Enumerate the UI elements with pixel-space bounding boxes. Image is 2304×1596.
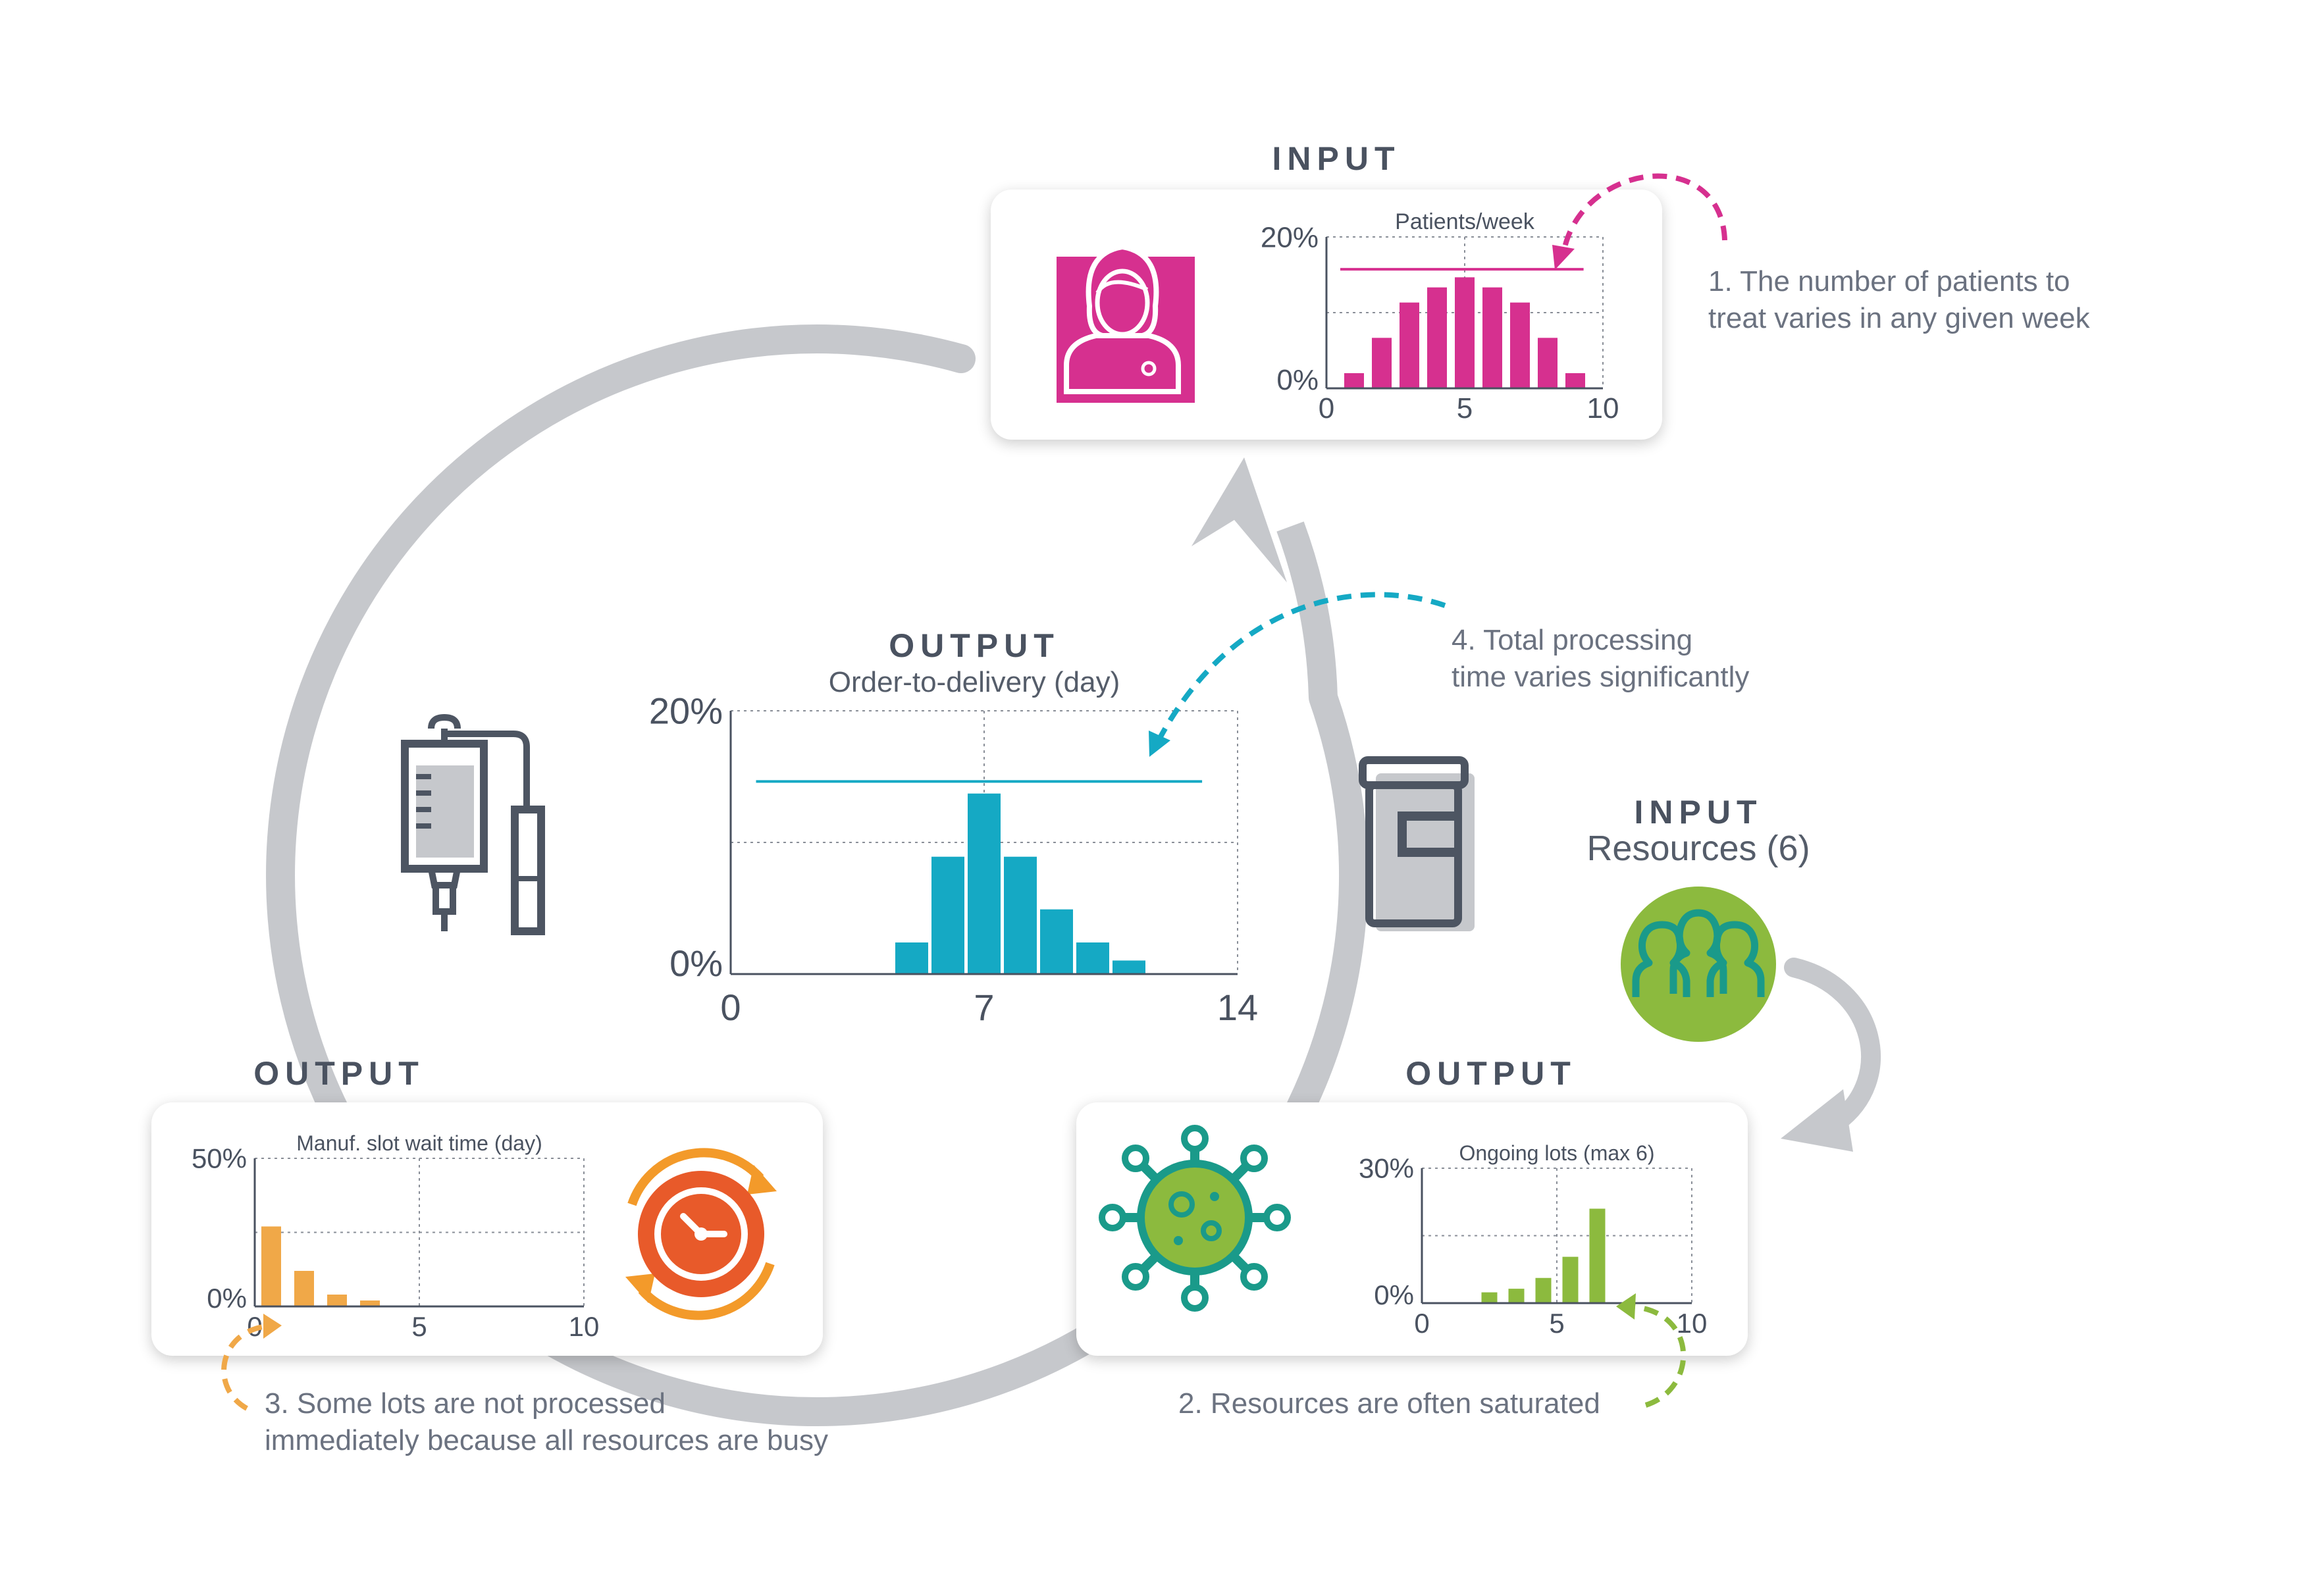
- x-tick-label: 7: [974, 987, 994, 1028]
- y-tick-label: 20%: [1261, 221, 1319, 253]
- note-patients-line-2: treat varies in any given week: [1708, 302, 2090, 334]
- bar: [1482, 287, 1502, 388]
- delivery-chart-title: Order-to-delivery (day): [828, 666, 1120, 698]
- output-label-delivery: OUTPUT: [889, 627, 1060, 664]
- output-label-wait: OUTPUT: [253, 1055, 425, 1092]
- note-processing-line-2: time varies significantly: [1452, 661, 1750, 693]
- bar: [1400, 302, 1419, 388]
- x-tick-label: 10: [1677, 1308, 1708, 1339]
- note-processing: 4. Total processing time varies signific…: [1452, 622, 1749, 696]
- x-tick-label: 0: [1414, 1308, 1429, 1339]
- chart-title: Ongoing lots (max 6): [1459, 1141, 1654, 1165]
- x-tick-label: 5: [411, 1311, 427, 1342]
- note-patients: 1. The number of patients to treat varie…: [1708, 263, 2090, 337]
- bar: [931, 856, 964, 974]
- x-tick-label: 10: [1587, 392, 1619, 425]
- bar: [1455, 277, 1475, 388]
- input-label-resources: INPUT: [1634, 794, 1763, 831]
- x-tick-label: 5: [1549, 1308, 1564, 1339]
- y-tick-label: 0%: [1276, 364, 1319, 396]
- iv-bag-icon: [401, 713, 545, 935]
- bar: [1562, 1256, 1579, 1303]
- clock-cycle-icon: [625, 1148, 777, 1320]
- wait-chart: 0% 50% 0 5 10 Manuf. slot wait time (day): [192, 1131, 599, 1342]
- bar: [1372, 338, 1392, 388]
- chart-title: Patients/week: [1395, 209, 1535, 234]
- bar: [1481, 1292, 1498, 1303]
- output-label-lots: OUTPUT: [1405, 1055, 1577, 1092]
- note-saturated: 2. Resources are often saturated: [1178, 1385, 1600, 1422]
- input-label-patients: INPUT: [1272, 140, 1401, 177]
- note-patients-line-1: 1. The number of patients to: [1708, 265, 2070, 297]
- cycle-arc-upper-right: [1276, 521, 1338, 698]
- bar: [1535, 1277, 1552, 1303]
- note-processing-line-1: 4. Total processing: [1452, 624, 1693, 656]
- bar: [261, 1226, 281, 1306]
- y-tick-label: 0%: [207, 1283, 247, 1314]
- bar: [1113, 960, 1145, 974]
- note-waiting: 3. Some lots are not processed immediate…: [265, 1385, 828, 1459]
- people-group-icon: [1621, 887, 1776, 1042]
- y-tick-label: 20%: [649, 690, 723, 732]
- note-waiting-line-1: 3. Some lots are not processed: [265, 1387, 666, 1420]
- x-tick-label: 5: [1457, 392, 1473, 425]
- x-tick-label: 0: [720, 987, 741, 1028]
- x-tick-label: 10: [569, 1311, 600, 1342]
- y-tick-label: 30%: [1359, 1153, 1414, 1184]
- x-tick-label: 0: [1319, 392, 1334, 425]
- bar: [1076, 942, 1109, 974]
- y-tick-label: 0%: [1374, 1279, 1414, 1310]
- lots-chart: 0% 30% 0 5 10 Ongoing lots (max 6): [1359, 1141, 1707, 1339]
- bar: [294, 1271, 314, 1306]
- bar: [1538, 338, 1558, 388]
- bar: [327, 1295, 347, 1306]
- bar: [1589, 1208, 1606, 1303]
- note-waiting-line-2: immediately because all resources are bu…: [265, 1424, 828, 1456]
- delivery-chart: 0% 20% 0 7 14: [649, 690, 1258, 1028]
- bar: [1004, 856, 1037, 974]
- resources-label: Resources (6): [1586, 829, 1810, 868]
- bar: [895, 942, 928, 974]
- bar: [360, 1300, 380, 1306]
- x-tick-label: 0: [247, 1311, 262, 1342]
- x-tick-label: 14: [1217, 987, 1258, 1028]
- cycle-arrow-head: [1191, 457, 1287, 582]
- y-tick-label: 50%: [192, 1143, 247, 1174]
- bar: [1508, 1289, 1525, 1303]
- cell-virus-icon: [1099, 1125, 1291, 1312]
- patient-icon: [1057, 244, 1195, 403]
- resources-arrow: [1784, 958, 1881, 1132]
- sample-container-icon: [1359, 756, 1475, 931]
- bar: [1565, 373, 1585, 388]
- bar: [1040, 909, 1073, 974]
- bar: [1344, 373, 1364, 388]
- patients-chart: 0% 20% 0 5 10 Patients/week: [1261, 209, 1619, 425]
- bar: [1510, 302, 1530, 388]
- chart-title: Manuf. slot wait time (day): [296, 1131, 542, 1155]
- y-tick-label: 0%: [669, 942, 723, 984]
- bar: [968, 793, 1001, 974]
- resources-arrow-head: [1781, 1089, 1853, 1152]
- note-saturated-line-1: 2. Resources are often saturated: [1178, 1387, 1600, 1420]
- bar: [1427, 287, 1447, 388]
